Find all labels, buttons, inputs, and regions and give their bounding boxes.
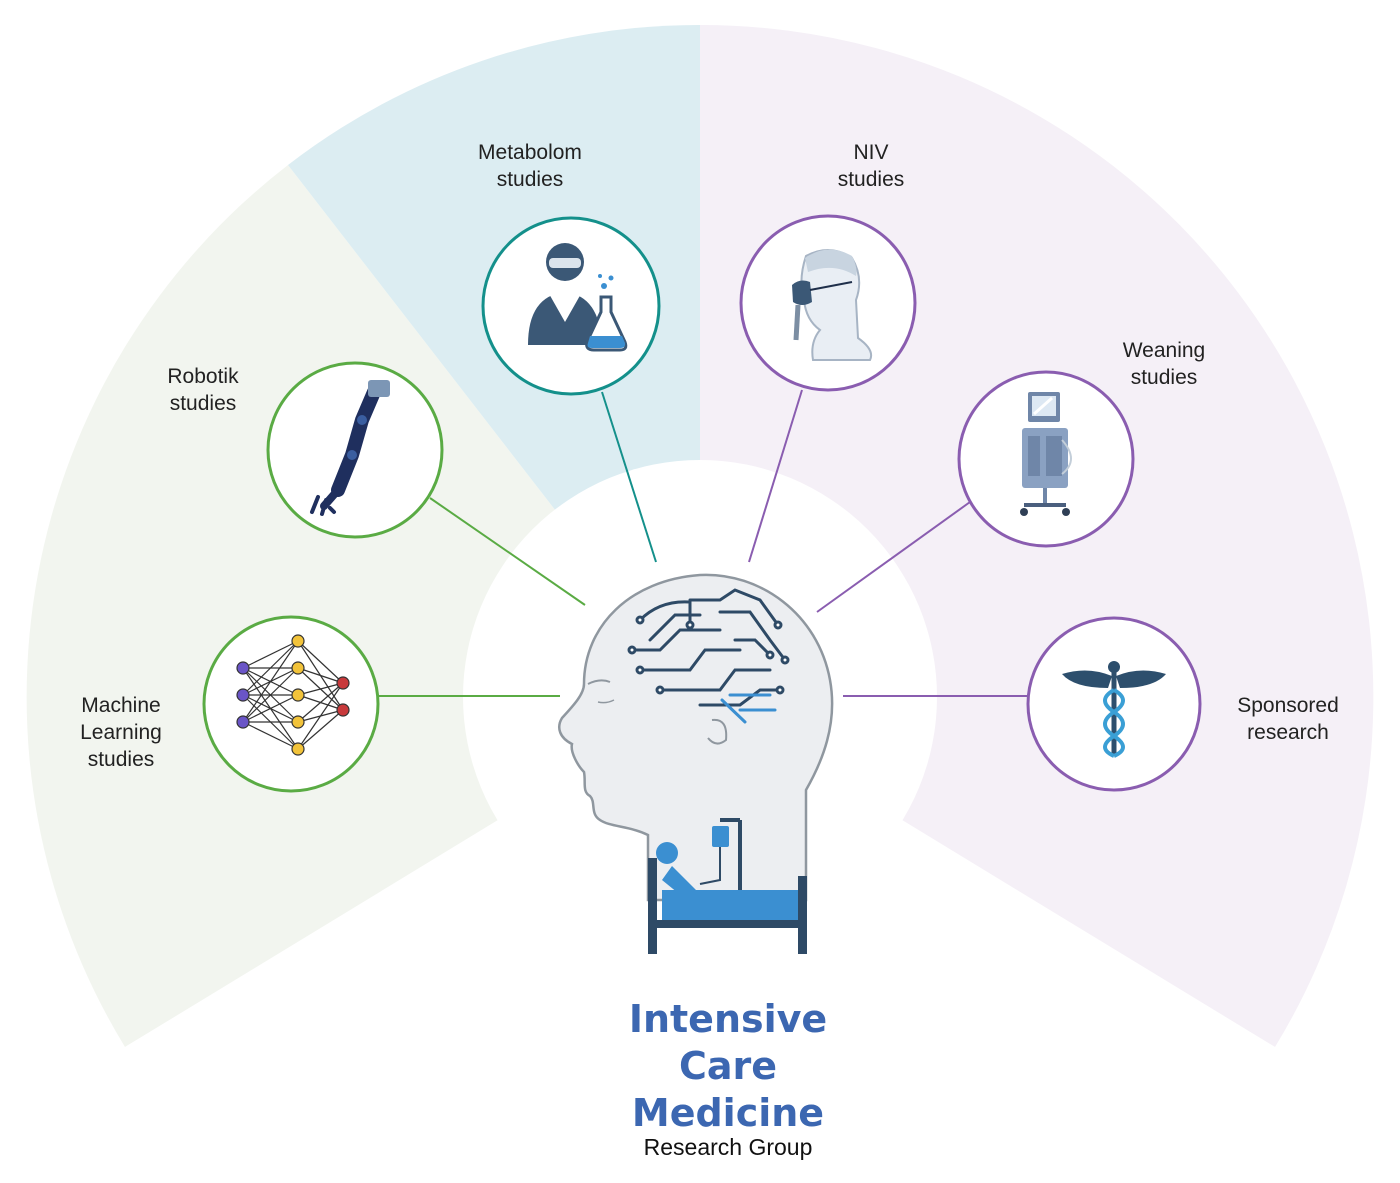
group-subtitle: Research Group <box>643 1134 813 1160</box>
head-profile <box>558 573 834 902</box>
brain-circuit-icon <box>627 588 790 707</box>
cerebellum-circuit-icon <box>720 693 777 724</box>
scientist-flask-icon <box>528 243 628 352</box>
ventilator-icon <box>1020 392 1072 516</box>
label-machine-learning: Machine Learning studies <box>80 694 162 771</box>
label-metabolom: Metabolom studies <box>478 141 582 191</box>
label-robotik: Robotik studies <box>167 365 239 415</box>
group-title: Intensive Care Medicine <box>628 997 828 1135</box>
neural-network-icon <box>236 634 350 756</box>
label-niv: NIV studies <box>837 141 905 191</box>
connector-robotik <box>429 497 586 606</box>
connector-niv <box>748 389 803 563</box>
label-sponsored: Sponsored research <box>1237 694 1339 744</box>
niv-mask-patient-icon <box>792 249 873 361</box>
green-sector <box>26 165 700 1047</box>
robotic-arm-icon <box>310 380 390 516</box>
machine-learning-circle[interactable] <box>202 615 380 793</box>
lower-white-area <box>125 822 1275 1183</box>
icu-patient-bed-icon <box>648 818 807 954</box>
caduceus-icon <box>1062 661 1166 758</box>
connector-weaning <box>816 501 971 613</box>
connector-metabolom <box>601 391 657 563</box>
label-weaning: Weaning studies <box>1122 339 1206 389</box>
